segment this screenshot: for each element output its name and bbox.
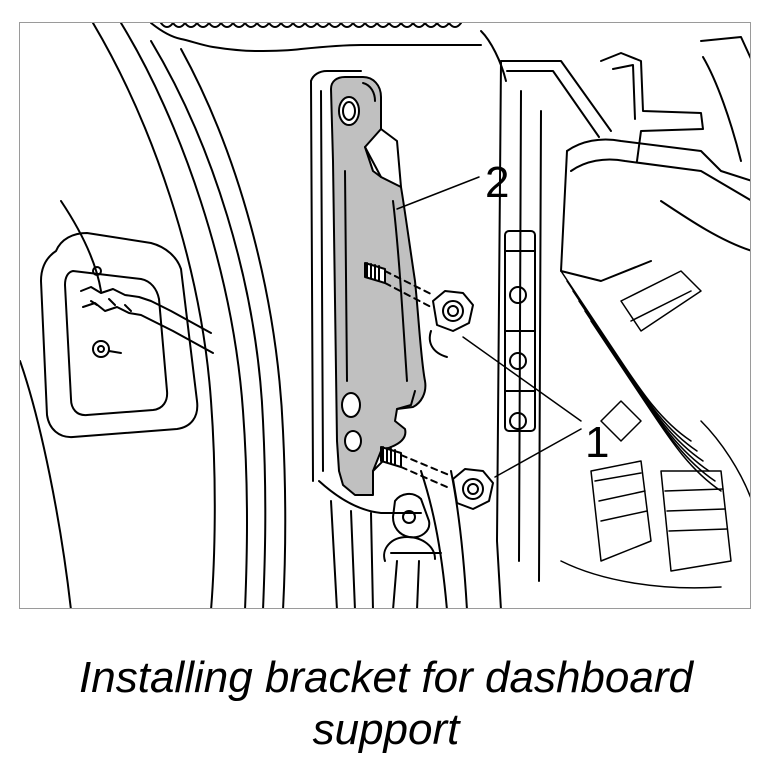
dashboard-bracket-illustration: 2 1 — [20, 23, 750, 608]
door-seal-trim — [150, 23, 507, 82]
dashboard-support-bracket — [330, 76, 427, 496]
callout-label-1: 1 — [585, 418, 609, 467]
upper-nut — [428, 290, 474, 358]
caption-line-1: Installing bracket for dashboard — [79, 653, 693, 702]
a-pillar-panel — [20, 23, 287, 608]
caption-line-2: support — [312, 705, 460, 754]
callout-leaders — [396, 176, 582, 478]
upper-stud — [364, 262, 434, 308]
right-support-structure — [496, 36, 750, 608]
lower-nut — [452, 468, 494, 510]
callout-label-2: 2 — [485, 158, 509, 207]
figure-caption: Installing bracket for dashboard support — [0, 652, 772, 756]
wiring-harness — [560, 270, 750, 589]
hinge-plate — [40, 232, 214, 439]
pillar-frame — [310, 70, 468, 608]
lower-bolt-hole — [383, 493, 442, 608]
diagram-frame: 2 1 — [19, 22, 751, 609]
lower-stud — [380, 446, 450, 488]
